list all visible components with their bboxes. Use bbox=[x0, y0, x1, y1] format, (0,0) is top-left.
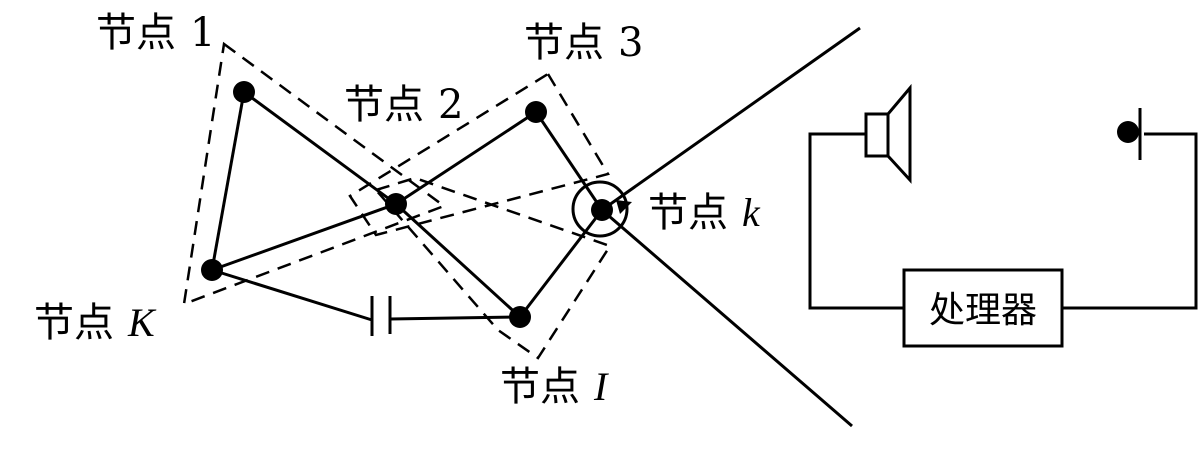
label-node-1-suffix: 1 bbox=[190, 10, 215, 56]
edge-1-2 bbox=[243, 90, 397, 206]
edge-2-3 bbox=[395, 110, 537, 206]
label-node-2-prefix: 节点 bbox=[344, 82, 424, 128]
label-node-I: 节点 I bbox=[500, 364, 609, 410]
sensor-icon bbox=[1117, 108, 1142, 160]
node-1[interactable] bbox=[233, 81, 255, 103]
speaker-icon bbox=[864, 83, 912, 184]
node-K[interactable] bbox=[201, 259, 223, 281]
label-node-2: 节点 2 bbox=[344, 82, 463, 128]
label-node-3-suffix: 3 bbox=[618, 20, 643, 66]
label-node-k-suffix: k bbox=[742, 190, 761, 235]
cluster-outline-2 bbox=[348, 72, 610, 237]
label-node-k-prefix: 节点 bbox=[648, 190, 728, 236]
circuit bbox=[808, 132, 1198, 310]
label-node-3-prefix: 节点 bbox=[524, 20, 604, 66]
label-node-k: 节点 k bbox=[648, 190, 761, 236]
edge-2-I bbox=[394, 202, 522, 319]
label-node-1-prefix: 节点 bbox=[96, 10, 176, 56]
node-k[interactable] bbox=[591, 199, 613, 221]
node-2[interactable] bbox=[385, 193, 407, 215]
label-node-K-prefix: 节点 bbox=[34, 300, 114, 346]
ray-lower bbox=[601, 208, 853, 428]
node-I[interactable] bbox=[509, 306, 531, 328]
label-node-K-suffix: K bbox=[127, 300, 157, 345]
cluster-outline-3 bbox=[373, 176, 612, 360]
edge-1-K bbox=[210, 91, 246, 271]
label-node-2-suffix: 2 bbox=[438, 82, 463, 128]
label-node-1: 节点 1 bbox=[96, 10, 215, 56]
edge-K-2 bbox=[211, 202, 397, 272]
edge-3-k bbox=[534, 111, 604, 211]
processor-label: 处理器 bbox=[929, 290, 1037, 331]
label-node-3: 节点 3 bbox=[524, 20, 643, 66]
ray-upper bbox=[601, 26, 861, 212]
label-node-K: 节点 K bbox=[34, 300, 157, 346]
node-3[interactable] bbox=[525, 101, 547, 123]
label-node-I-suffix: I bbox=[593, 364, 609, 409]
label-node-I-prefix: 节点 bbox=[500, 364, 580, 410]
capacitor-icon bbox=[211, 268, 521, 336]
node-k-ring bbox=[571, 180, 632, 238]
edge-k-I bbox=[518, 209, 604, 318]
processor-box: 处理器 bbox=[902, 268, 1064, 348]
